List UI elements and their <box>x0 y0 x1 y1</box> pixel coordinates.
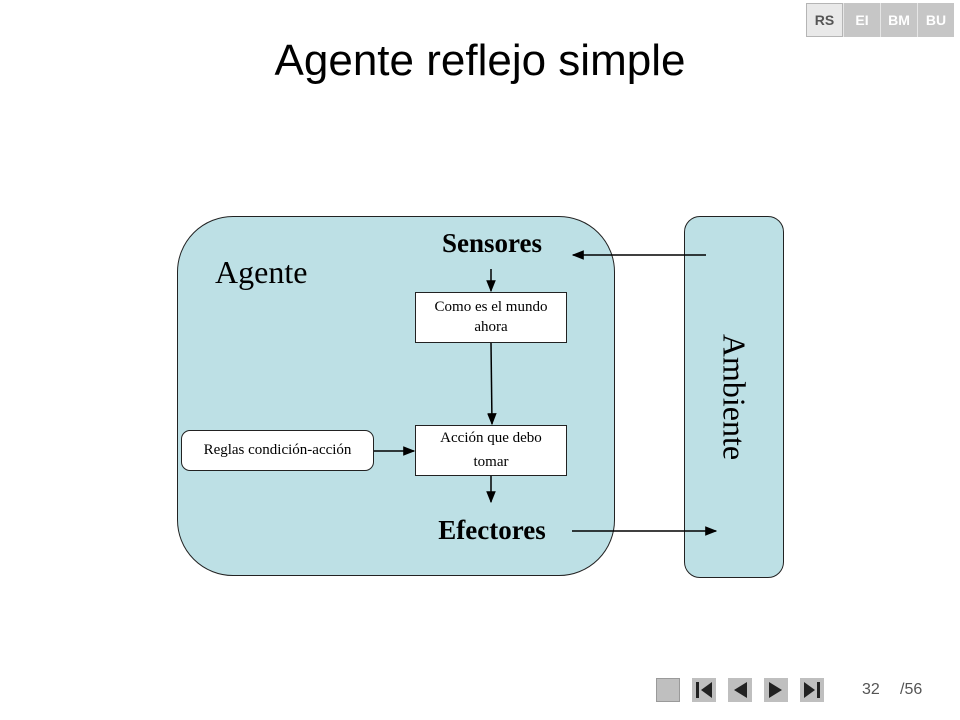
tab-ei[interactable]: EI <box>843 3 880 37</box>
action-box: Acción que debo tomar <box>415 425 567 476</box>
tab-rs[interactable]: RS <box>806 3 843 37</box>
total-pages: /56 <box>900 681 923 698</box>
tab-bm[interactable]: BM <box>880 3 917 37</box>
blank-icon[interactable] <box>656 678 680 702</box>
action-line-1: Acción que debo <box>440 430 542 446</box>
agent-container <box>177 216 615 576</box>
effectors-label: Efectores <box>438 515 546 545</box>
next-page-icon[interactable] <box>764 678 788 702</box>
agent-label: Agente <box>215 254 308 290</box>
world-state-line-1: Como es el mundo <box>434 299 548 315</box>
previous-page-icon[interactable] <box>728 678 752 702</box>
world-state-line-2: ahora <box>474 319 508 335</box>
world-state-box: Como es el mundo ahora <box>415 292 567 343</box>
rules-box: Reglas condición-acción <box>181 430 374 471</box>
first-page-icon[interactable] <box>692 678 716 702</box>
last-page-icon[interactable] <box>800 678 824 702</box>
section-tabs: RS EI BM BU <box>806 3 954 37</box>
tab-bu[interactable]: BU <box>917 3 954 37</box>
slide-navigation <box>656 678 836 702</box>
environment-container <box>684 216 784 578</box>
action-line-2: tomar <box>473 454 509 470</box>
slide-title: Agente reflejo simple <box>274 36 686 85</box>
sensors-label: Sensores <box>441 228 542 258</box>
arrow-world-state-to-action <box>487 342 497 426</box>
current-page-number: 32 <box>862 681 880 698</box>
